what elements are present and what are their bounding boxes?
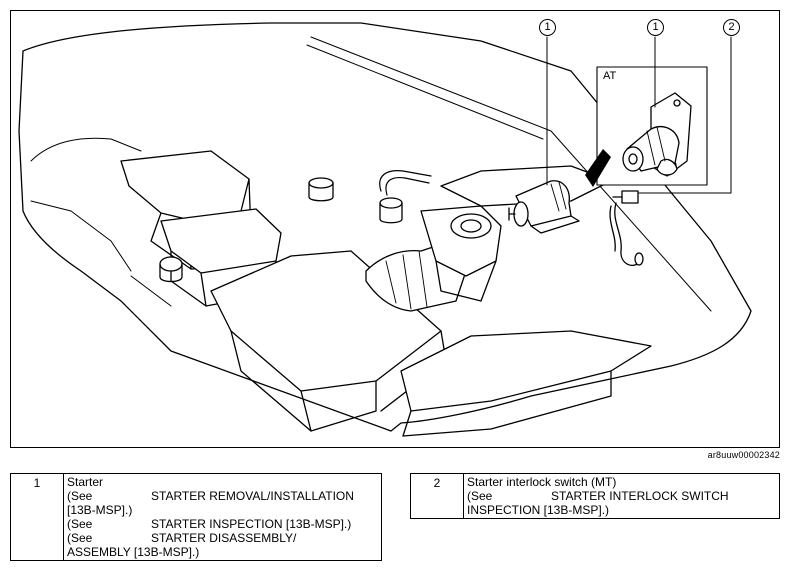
legend-item-name: Starter interlock switch (MT) — [467, 475, 617, 489]
legend-table-interlock: 2 Starter interlock switch (MT) (See STA… — [410, 473, 780, 519]
figure-code: ar8uuw00002342 — [707, 450, 780, 460]
left-box — [120, 150, 250, 220]
inset-label: AT — [603, 70, 617, 82]
ref-link-interlock-inspection[interactable]: STARTER INTERLOCK SWITCH — [551, 489, 729, 503]
see-text: (See — [467, 489, 493, 503]
ref-link-starter-removal-cont[interactable]: [13B-MSP].) — [67, 503, 133, 517]
legend-number: 1 — [10, 473, 64, 561]
legend-table-starter: 1 Starter (See STARTER REMOVAL/INSTALLAT… — [10, 473, 382, 561]
legend-item-name: Starter — [67, 475, 104, 489]
inset-pointer — [585, 149, 611, 187]
callout-starter-main: 1 — [539, 19, 556, 36]
ref-link-starter-disassembly[interactable]: STARTER DISASSEMBLY/ — [151, 531, 297, 545]
engine-bay-outline — [18, 22, 752, 432]
legend-description: Starter (See STARTER REMOVAL/INSTALLATIO… — [63, 473, 382, 561]
see-text: (See — [67, 517, 93, 531]
ref-link-starter-inspection[interactable]: STARTER INSPECTION [13B-MSP].) — [151, 517, 352, 531]
interlock-switch-harness — [609, 190, 644, 266]
starter-motor-inset — [622, 92, 692, 177]
ref-link-starter-removal[interactable]: STARTER REMOVAL/INSTALLATION — [151, 489, 354, 503]
ref-link-interlock-inspection-cont[interactable]: INSPECTION [13B-MSP].) — [467, 503, 610, 517]
figure-frame: 1 1 2 AT — [10, 10, 780, 448]
starter-motor-main — [508, 180, 580, 234]
filler-cap-2 — [379, 197, 403, 224]
callout-starter-inset: 1 — [647, 19, 664, 36]
legend-number: 2 — [410, 473, 464, 519]
leader-line-2 — [638, 36, 732, 194]
see-text: (See — [67, 531, 93, 545]
front-panel — [400, 330, 652, 412]
legend-description: Starter interlock switch (MT) (See START… — [463, 473, 780, 519]
legend-row: 2 Starter interlock switch (MT) (See STA… — [410, 473, 780, 519]
reservoir-cap — [159, 256, 183, 272]
filler-cap-1 — [308, 177, 334, 202]
see-text: (See — [67, 489, 93, 503]
callout-interlock-switch: 2 — [723, 19, 740, 36]
legend-row: 1 Starter (See STARTER REMOVAL/INSTALLAT… — [10, 473, 382, 561]
engine-bay-illustration — [18, 22, 752, 437]
ref-link-starter-disassembly-cont[interactable]: ASSEMBLY [13B-MSP].) — [67, 545, 200, 559]
